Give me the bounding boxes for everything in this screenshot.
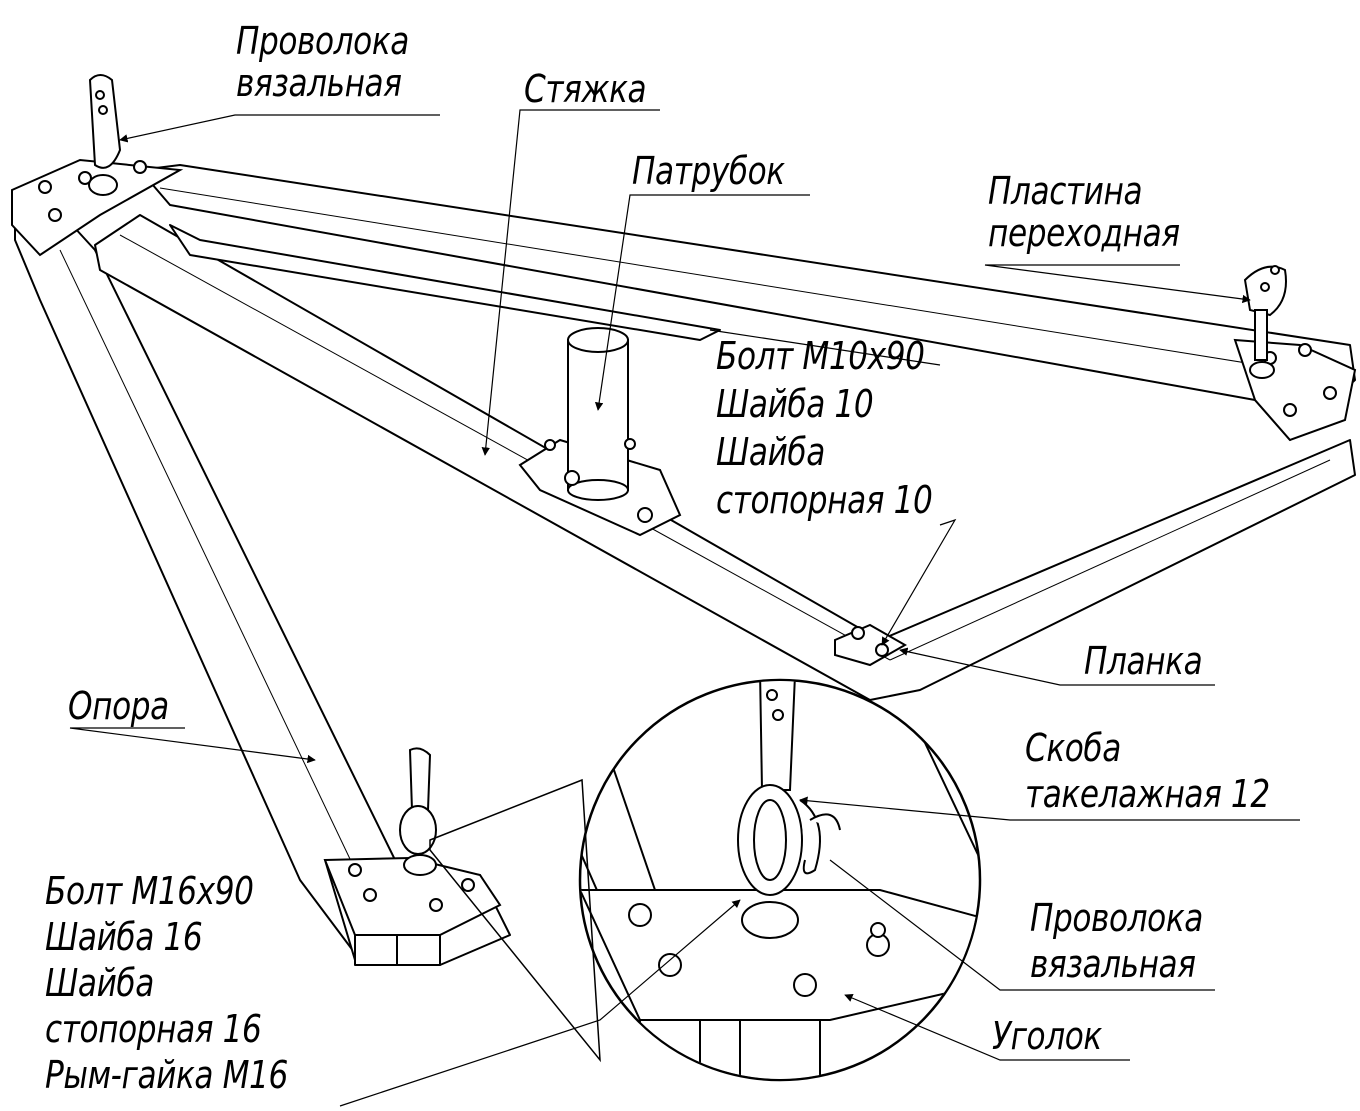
detail-leader-wedge — [429, 778, 601, 1063]
bolt-m10-line-2: Шайба 10 — [716, 382, 874, 426]
bolt-m16-line-3: Шайба — [45, 961, 154, 1005]
bolt-m16-line-4: стопорная 16 — [45, 1007, 262, 1051]
right-plate — [1233, 265, 1357, 442]
tie-text: Стяжка — [524, 67, 647, 111]
bolt-m10-line-3: Шайба — [716, 430, 825, 474]
top-left-plate — [11, 74, 184, 257]
bolt-m16-line-2: Шайба 16 — [45, 915, 203, 959]
bolt-m10-line-4: стопорная 10 — [716, 478, 933, 522]
adapter-plate-line-1: Пластина — [988, 169, 1143, 213]
detail-view — [429, 678, 982, 1082]
support-label: Опора — [68, 685, 169, 727]
support-text: Опора — [68, 684, 169, 728]
bolt-m10-label: Болт М10х90 Шайба 10 Шайба стопорная 10 — [716, 332, 933, 524]
bolt-m16-line-5: Рым-гайка М16 — [45, 1053, 288, 1097]
pipe-label: Патрубок — [632, 150, 785, 192]
pipe-assembly — [518, 327, 682, 537]
shackle-label: Скоба такелажная 12 — [1025, 725, 1270, 817]
pipe-text: Патрубок — [632, 149, 785, 193]
adapter-plate-line-2: переходная — [988, 211, 1180, 255]
leader-lines — [69, 109, 1300, 1107]
diagonal-beam — [94, 214, 1356, 701]
strip-label: Планка — [1084, 639, 1203, 683]
strip-text: Планка — [1084, 639, 1203, 683]
wire-top-line-2: вязальная — [236, 61, 402, 105]
angle-text: Уголок — [992, 1014, 1102, 1058]
wire-top-line-1: Проволока — [236, 19, 409, 63]
wire-top-label: Проволока вязальная — [236, 20, 409, 104]
adapter-plate-label: Пластина переходная — [988, 170, 1180, 254]
shackle-line-1: Скоба — [1025, 726, 1121, 770]
bottom-plate — [323, 747, 502, 936]
tie-label: Стяжка — [524, 67, 647, 111]
bolt-m16-label: Болт М16х90 Шайба 16 Шайба стопорная 16 … — [45, 868, 288, 1098]
angle-label: Уголок — [992, 1015, 1102, 1057]
wire-detail-line-2: вязальная — [1030, 942, 1196, 986]
inner-beam — [169, 224, 721, 341]
wire-detail-label: Проволока вязальная — [1030, 895, 1203, 987]
bolt-m10-line-1: Болт М10х90 — [716, 334, 925, 378]
shackle-line-2: такелажная 12 — [1025, 772, 1270, 816]
bolt-m16-line-1: Болт М16х90 — [45, 869, 254, 913]
wire-detail-line-1: Проволока — [1030, 896, 1203, 940]
